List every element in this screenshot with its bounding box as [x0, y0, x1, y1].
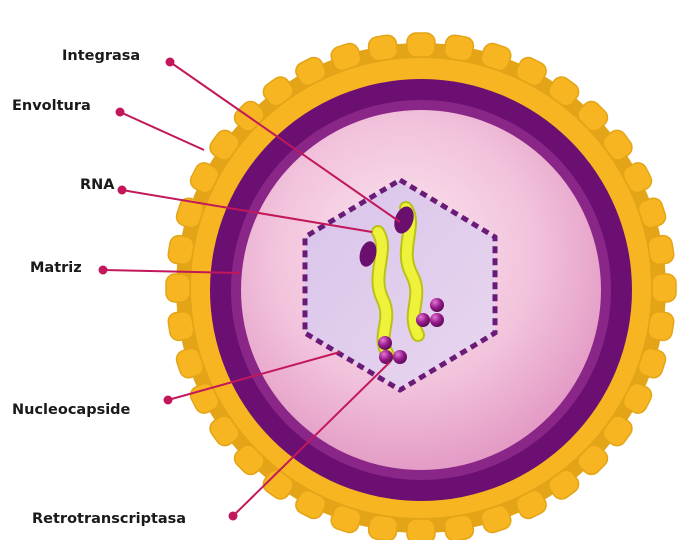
glycoprotein-knob [367, 514, 398, 540]
label-nucleocapside: Nucleocapside [12, 401, 130, 419]
glycoprotein-knob [652, 274, 676, 302]
label-integrasa: Integrasa [62, 47, 140, 65]
glycoprotein-knob [367, 34, 398, 62]
glycoprotein-knob [407, 519, 435, 540]
glycoprotein-knob [407, 33, 435, 57]
label-rna: RNA [80, 176, 115, 194]
label-matriz: Matriz [30, 259, 82, 277]
glycoprotein-knob [167, 234, 195, 265]
glycoprotein-knob [443, 514, 474, 540]
glycoprotein-knob [166, 274, 190, 302]
label-envoltura: Envoltura [12, 97, 91, 115]
glycoprotein-knob [443, 34, 474, 62]
leader-envoltura [120, 112, 204, 150]
glycoprotein-knob [647, 234, 675, 265]
label-retrotranscriptasa: Retrotranscriptasa [32, 510, 186, 528]
glycoprotein-knob [167, 310, 195, 341]
glycoprotein-knob [647, 310, 675, 341]
